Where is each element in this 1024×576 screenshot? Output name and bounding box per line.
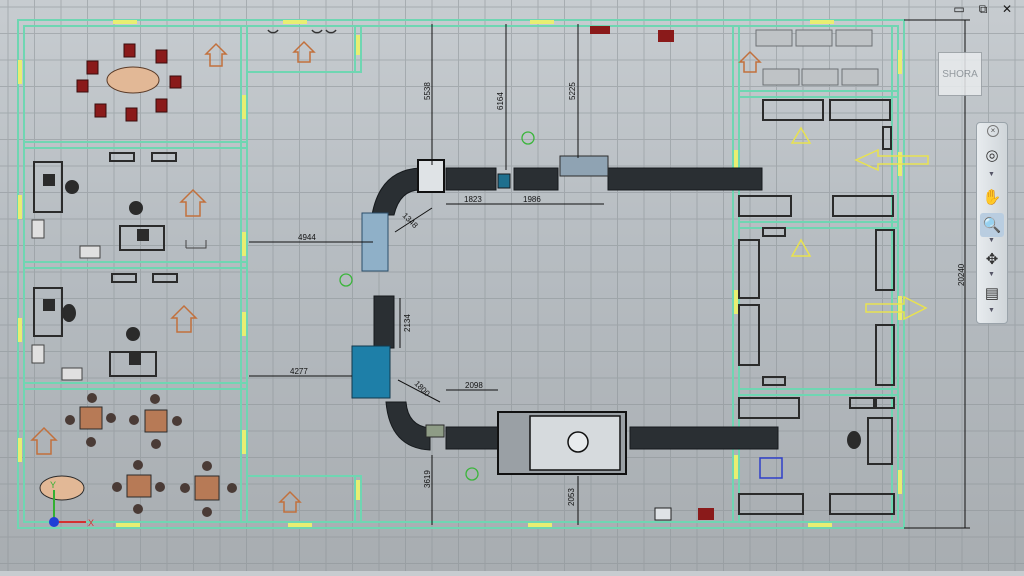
inner-wall	[23, 25, 899, 523]
viewcube[interactable]: SHORA	[938, 52, 982, 96]
chevron-down-icon[interactable]: ▼	[988, 271, 995, 278]
round-table	[39, 475, 85, 501]
outbound-arrow-icon	[865, 295, 928, 321]
dim-2134: 2134	[403, 314, 412, 332]
machine-b	[559, 155, 609, 177]
meeting-chairs	[76, 43, 182, 122]
dim-1823: 1823	[464, 195, 482, 204]
close-button[interactable]: ✕	[1001, 2, 1013, 16]
entry-arrow-icon	[179, 188, 207, 217]
look-icon[interactable]: ▤	[984, 285, 1000, 302]
canteen	[30, 393, 302, 517]
entry-arrow-icon	[170, 304, 198, 333]
dim-1348: 1348	[401, 211, 420, 230]
entry-arrow-icon	[30, 426, 58, 455]
conveyor-line	[371, 167, 779, 451]
orbit-icon[interactable]: ✥	[985, 251, 999, 268]
robot-cell	[351, 345, 391, 399]
zoom-icon[interactable]: 🔍	[980, 213, 1004, 237]
floor-items	[590, 26, 714, 521]
inbound-arrow-icon	[854, 148, 929, 172]
entry-arrow-icon	[204, 42, 228, 67]
meeting-table	[106, 66, 160, 94]
canteen-chairs	[65, 393, 237, 517]
dim-5538: 5538	[423, 82, 432, 100]
entry-arrow-icon	[292, 40, 316, 63]
chevron-down-icon[interactable]: ▼	[988, 307, 995, 314]
dim-4277: 4277	[290, 367, 308, 376]
axis-y-label: Y	[50, 480, 56, 490]
chevron-down-icon[interactable]: ▼	[988, 237, 995, 244]
entry-arrow-icon	[738, 50, 762, 73]
window-controls: ▭ ⧉ ✕	[952, 2, 1014, 17]
warning-triangles	[790, 126, 812, 257]
axis-triad: X Y	[49, 480, 94, 528]
machines	[351, 155, 627, 475]
navigation-bar[interactable]: × ◎ ▼ ✋ 🔍 ▼ ✥ ▼ ▤ ▼	[976, 122, 1008, 324]
steering-wheel-icon[interactable]: ◎	[985, 147, 999, 164]
dim-6164: 6164	[496, 92, 505, 110]
flow-arrows	[854, 148, 929, 321]
meeting-room	[76, 42, 228, 122]
canteen-tables	[79, 406, 220, 501]
dim-20240: 20240	[957, 263, 966, 286]
outer-wall	[17, 19, 905, 529]
entry-arrow-icon	[278, 490, 302, 513]
doors	[18, 20, 902, 527]
storage-racks	[738, 29, 879, 86]
dimension-labels: 5538 6164 5225 1823 1986 1348 4944 2134 …	[290, 82, 966, 506]
dim-5225: 5225	[568, 82, 577, 100]
shelving	[738, 99, 895, 515]
restore-button[interactable]: ▭	[953, 2, 965, 16]
axis-x-label: X	[88, 518, 94, 528]
dim-4944: 4944	[298, 233, 316, 242]
chevron-down-icon[interactable]: ▼	[988, 171, 995, 178]
pan-icon[interactable]: ✋	[982, 189, 1002, 206]
office-room-2	[31, 273, 198, 381]
markers	[339, 131, 535, 481]
office-room-1	[31, 152, 207, 259]
dimension-lines	[249, 19, 970, 529]
dim-1986: 1986	[523, 195, 541, 204]
sensor-unit	[425, 424, 445, 438]
dim-2053: 2053	[567, 488, 576, 506]
walls	[17, 19, 905, 529]
selection-box	[759, 457, 783, 479]
machine-a	[417, 159, 445, 193]
dim-3619: 3619	[423, 470, 432, 488]
dim-2098: 2098	[465, 381, 483, 390]
maximize-button[interactable]: ⧉	[978, 2, 988, 16]
viewcube-label: SHORA	[942, 68, 978, 80]
top-small-room	[267, 29, 337, 63]
navbar-close-icon[interactable]: ×	[987, 125, 999, 137]
